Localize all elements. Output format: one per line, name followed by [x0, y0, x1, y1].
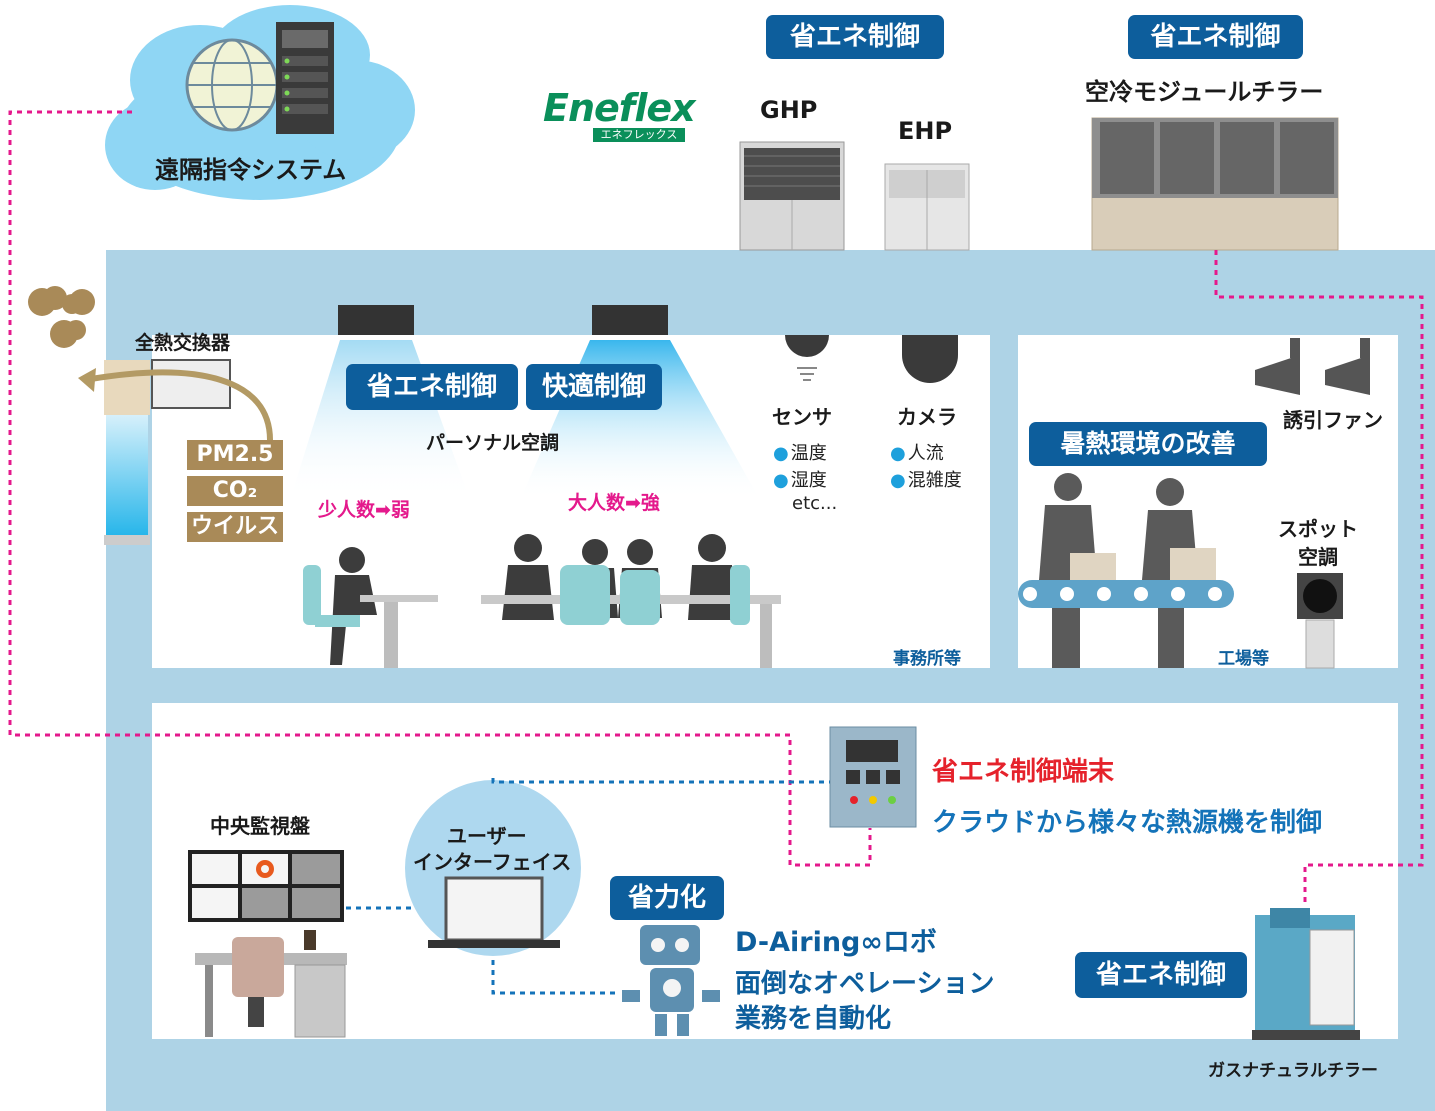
ghp-unit: [739, 141, 845, 251]
office-saving-badge: 省エネ制御: [346, 364, 518, 410]
robot-desc-2: 業務を自動化: [735, 1004, 892, 1034]
spot-ac-label-2: 空調: [1298, 545, 1338, 569]
eneflex-logo: Eneflex エネフレックス: [543, 88, 733, 142]
heat-exchanger: [151, 359, 231, 409]
spot-ac-label-1: スポット: [1278, 517, 1358, 541]
pollution-particles: [28, 286, 95, 348]
air-cooled-chiller: [1091, 117, 1339, 251]
control-terminal-title: 省エネ制御端末: [932, 757, 1115, 787]
ui-label-1: ユーザー: [447, 824, 527, 848]
robot-name: D-Airing∞ロボ: [735, 927, 937, 958]
pm25-label: PM2.5: [187, 440, 283, 470]
control-terminal-device: [829, 726, 917, 828]
camera-title: カメラ: [897, 405, 957, 429]
many-people-label: 大人数➡強: [568, 492, 660, 514]
heat-env-badge: 暑熱環境の改善: [1029, 422, 1267, 466]
few-people-label: 少人数➡弱: [318, 499, 410, 521]
central-monitor-label: 中央監視盤: [210, 814, 310, 838]
office-chairs: [303, 565, 750, 627]
personal-ac-label: パーソナル空調: [426, 432, 560, 454]
office-area-label: 事務所等: [893, 649, 961, 669]
fan-label: 誘引ファン: [1283, 408, 1383, 432]
globe-icon: [185, 38, 279, 132]
sensor-icon: [785, 335, 829, 381]
induction-fan-icon: [1255, 338, 1370, 395]
camera-item-flow: 人流: [890, 439, 944, 465]
sensor-title: センサ: [772, 405, 832, 429]
spot-ac-unit: [1297, 573, 1343, 669]
camera-item-congestion: 混雑度: [890, 466, 962, 492]
gas-chiller-saving-badge: 省エネ制御: [1075, 952, 1247, 998]
gas-chiller-label: ガスナチュラルチラー: [1208, 1061, 1378, 1081]
exchanger-label: 全熱交換器: [135, 332, 231, 354]
conveyor: [1018, 580, 1234, 608]
ghp-saving-badge: 省エネ制御: [766, 15, 944, 59]
ceiling-ac-right: [592, 305, 668, 335]
ehp-label: EHP: [898, 117, 953, 145]
camera-icon: [902, 335, 958, 383]
desk-and-chair: [195, 930, 347, 1038]
remote-system-label: 遠隔指令システム: [155, 156, 347, 184]
robot-icon: [622, 925, 720, 1036]
sensor-more: etc...: [792, 493, 838, 514]
gas-natural-chiller: [1252, 908, 1360, 1040]
office-comfort-badge: 快適制御: [526, 364, 662, 410]
labor-saving-badge: 省力化: [610, 876, 724, 920]
chiller-saving-badge: 省エネ制御: [1128, 15, 1303, 59]
eneflex-name: Eneflex: [543, 86, 696, 130]
central-monitor-screens: [188, 850, 344, 922]
ehp-unit: [884, 163, 970, 251]
control-terminal-desc: クラウドから様々な熱源機を制御: [932, 808, 1323, 838]
factory-area-label: 工場等: [1218, 649, 1269, 669]
virus-label: ウイルス: [187, 512, 283, 542]
eneflex-sub: エネフレックス: [593, 128, 685, 142]
sensor-item-humidity: 湿度: [773, 466, 827, 492]
ui-label-2: インターフェイス: [413, 850, 572, 874]
co2-label: CO₂: [187, 476, 283, 506]
robot-desc-1: 面倒なオペレーション: [735, 969, 995, 999]
chiller-label: 空冷モジュールチラー: [1085, 78, 1324, 106]
sensor-item-temp: 温度: [773, 439, 827, 465]
duct: [106, 415, 148, 535]
ceiling-ac-left: [338, 305, 414, 335]
server-icon: [276, 22, 334, 134]
ghp-label: GHP: [760, 96, 818, 124]
